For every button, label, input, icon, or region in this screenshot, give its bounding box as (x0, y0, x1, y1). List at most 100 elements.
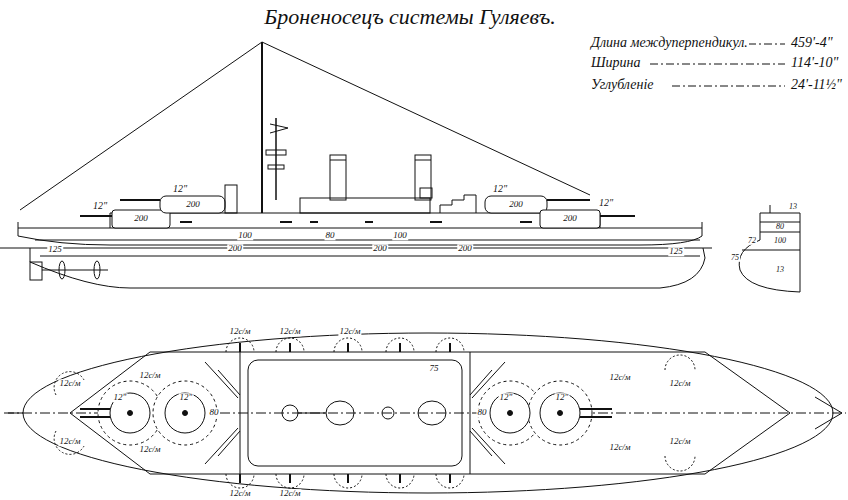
dimension-label: Ширина (590, 56, 642, 71)
armor-caliber-label: 12" (598, 198, 614, 209)
plan-view-line (70, 352, 790, 474)
side-view-line (262, 42, 590, 195)
midship-section (739, 205, 800, 292)
side-view-line (485, 196, 547, 213)
armor-caliber-label: 75 (429, 364, 440, 373)
plan-view-line (282, 405, 298, 421)
plan-view-line-line (183, 411, 188, 416)
plan-view-line-line (386, 474, 414, 488)
armor-caliber-label: 80 (775, 223, 785, 231)
side-view-line (270, 124, 288, 133)
plan-view-line (54, 338, 695, 488)
armor-caliber-label: 12" (499, 393, 514, 402)
side-view-line (420, 188, 432, 198)
side-view-line-line (520, 221, 532, 223)
armor-caliber-label: 75 (730, 254, 740, 262)
plan-view-line-line (399, 343, 401, 352)
plan-view-line-line (334, 474, 362, 488)
armor-caliber-label: 100 (237, 231, 253, 240)
plan-view-line-line (165, 393, 205, 433)
plan-view-line-line (276, 338, 304, 352)
plan-view-line-line (289, 343, 291, 352)
side-view-line-line (280, 221, 292, 223)
side-view-line (160, 196, 225, 213)
plan-view-line-line (226, 474, 254, 488)
armor-caliber-label: 12с/м (668, 437, 691, 446)
plan-view-line-line (239, 474, 241, 483)
plan-view-line-line (436, 474, 464, 488)
plan-view-line-line (540, 393, 580, 433)
midship-section-line (760, 213, 800, 292)
side-view-line (80, 215, 112, 217)
armor-caliber-label: 125 (668, 247, 684, 256)
armor-caliber-label: 12с/м (668, 379, 691, 388)
armor-caliber-label: 13 (775, 266, 785, 274)
plan-view-line-line (508, 411, 513, 416)
midship-section-line (770, 205, 771, 213)
plan-view-line-line (386, 338, 414, 352)
plan-view-line (382, 407, 394, 419)
armor-caliber-label: 200 (372, 244, 388, 253)
armor-caliber-label: 200 (133, 214, 149, 223)
armor-caliber-label: 200 (227, 244, 243, 253)
side-view-line-line (310, 221, 318, 223)
plan-view-line-line (436, 338, 464, 352)
side-view-line (120, 199, 160, 201)
plan-view-line (240, 343, 450, 483)
side-view-line (35, 240, 700, 241)
armor-caliber-label: 12" (172, 184, 188, 195)
plan-view-line-line (226, 338, 254, 352)
plan-view-line-line (347, 343, 349, 352)
armor-caliber-label: 200 (185, 200, 201, 209)
armor-caliber-label: 200 (508, 200, 524, 209)
plan-view-line-line (110, 393, 150, 433)
armor-caliber-label: 80 (477, 408, 488, 417)
plan-view-line-line (399, 474, 401, 483)
dimension-leaders-line (650, 64, 785, 65)
side-view-line (261, 42, 263, 213)
plan-view-line-line (289, 474, 291, 483)
plan-view-line-line (54, 372, 84, 395)
armor-caliber-label: 125 (47, 245, 63, 254)
plan-view-line-line (128, 411, 133, 416)
plan-view (4, 333, 846, 493)
midship-section-line (742, 250, 800, 251)
armor-caliber-label: 72 (747, 237, 757, 245)
armor-caliber-label: 12с/м (228, 327, 251, 336)
dimension-label: Углубленіе (590, 78, 655, 93)
armor-caliber-label: 12с/м (58, 379, 81, 388)
side-view-line-line (365, 221, 373, 223)
side-view-line (330, 160, 346, 161)
armor-caliber-label: 12с/м (278, 489, 301, 498)
armor-caliber-label: 80 (209, 408, 220, 417)
armor-caliber-label: 12с/м (138, 445, 161, 454)
plan-view-line-line (558, 411, 563, 416)
plan-view-line-line (347, 474, 349, 483)
plan-view-line (248, 360, 462, 466)
armor-caliber-label: 100 (392, 231, 408, 240)
side-view-line (112, 210, 170, 228)
plan-view-line-line (490, 393, 530, 433)
armor-caliber-label: 12с/м (608, 443, 631, 452)
side-view-line-line (430, 221, 442, 223)
side-view (0, 42, 712, 288)
armor-caliber-label: 12с/м (228, 489, 251, 498)
armor-caliber-label: 12с/м (58, 437, 81, 446)
plan-view-line (298, 413, 326, 414)
side-view-line-line (180, 221, 192, 223)
plan-view-line-line (334, 338, 362, 352)
plan-view-line-line (153, 381, 217, 445)
side-view-line (0, 248, 712, 249)
plan-view-line (326, 401, 354, 425)
plan-view-line-line (239, 343, 241, 352)
side-view-line (268, 165, 284, 169)
side-view-line (266, 150, 286, 155)
dimension-label: 24'-11½" (790, 78, 843, 93)
armor-caliber-label: 12" (92, 201, 108, 212)
side-view-line (415, 160, 431, 161)
armor-caliber-label: 12" (113, 393, 128, 402)
plan-view-line-line (54, 431, 84, 454)
plan-view-line-line (580, 416, 612, 418)
side-view-line (330, 155, 346, 200)
side-view-line (415, 155, 431, 200)
